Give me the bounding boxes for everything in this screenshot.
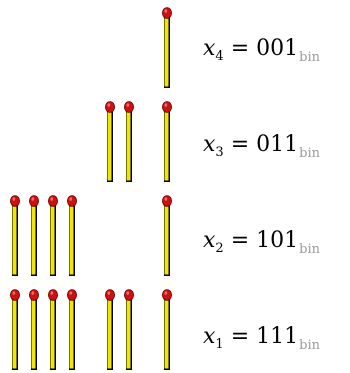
matchstick [124,101,135,182]
matchstick [48,289,59,370]
matchstick [161,101,172,182]
matchstick [9,195,20,276]
matchstick [105,289,116,370]
row-label-x3: x3 = 011bin [203,132,320,161]
row-label-x1: x1 = 111bin [203,324,320,353]
row-label-x2: x2 = 101bin [203,228,320,257]
matchstick [28,289,39,370]
matchstick [48,195,59,276]
matchstick [161,195,172,276]
matchstick [67,195,78,276]
matchstick [161,289,172,370]
row-label-x4: x4 = 001bin [203,36,320,65]
matchstick [9,289,20,370]
matchstick [124,289,135,370]
matchstick [28,195,39,276]
matchstick [105,101,116,182]
matchstick [67,289,78,370]
matchstick [161,7,172,88]
